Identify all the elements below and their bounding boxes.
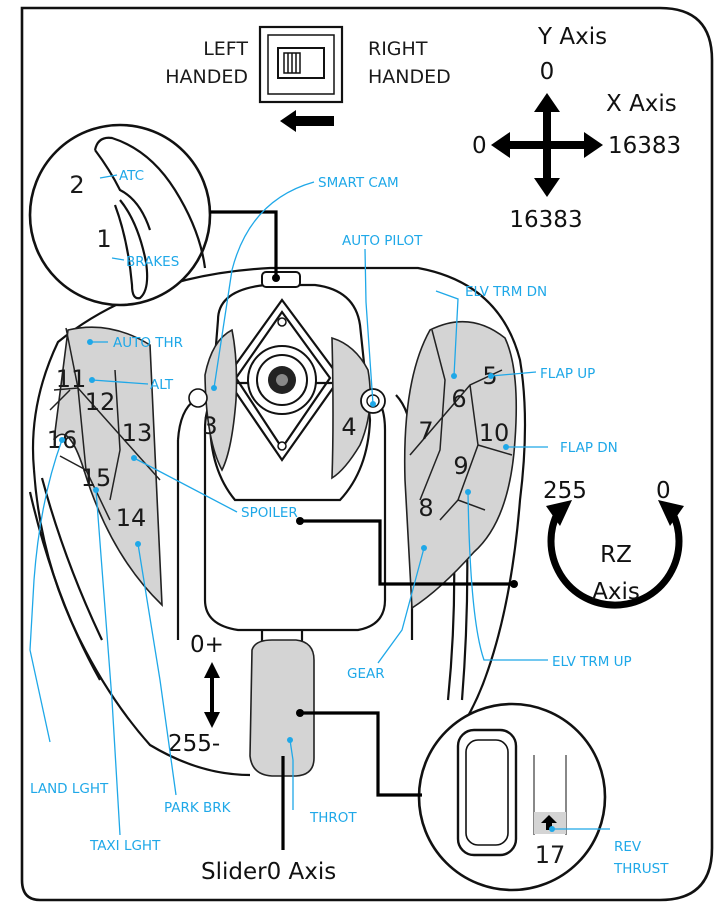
label-gear: GEAR xyxy=(347,666,385,682)
button-17-number: 17 xyxy=(535,841,566,869)
throttle-lever xyxy=(249,639,315,777)
rev-thrust-inset xyxy=(417,702,607,892)
xy-axis-cross-icon xyxy=(491,93,603,197)
label-leaders xyxy=(29,174,610,836)
label-throt: THROT xyxy=(309,810,357,826)
throttle-bottom-label: 255- xyxy=(168,731,220,757)
button-2-number: 2 xyxy=(69,171,84,199)
x-axis-min: 0 xyxy=(472,133,487,159)
button-1-number: 1 xyxy=(96,225,111,253)
label-taxi-lght: TAXI LGHT xyxy=(89,838,161,854)
button-14-number: 14 xyxy=(116,504,147,532)
label-land-lght: LAND LGHT xyxy=(30,781,109,797)
button-8-number: 8 xyxy=(418,494,433,522)
button-4-number: 4 xyxy=(341,413,356,441)
page-frame xyxy=(20,6,714,902)
x-axis-title: X Axis xyxy=(606,91,677,117)
y-axis-title: Y Axis xyxy=(537,24,607,50)
label-park-brk: PARK BRK xyxy=(164,800,232,816)
y-axis-min: 0 xyxy=(540,59,555,85)
rz-min-label: 255 xyxy=(543,478,587,504)
label-flap-dn: FLAP DN xyxy=(560,440,618,456)
label-elv-trm-up: ELV TRM UP xyxy=(552,654,632,670)
label-auto-pilot: AUTO PILOT xyxy=(342,233,423,249)
y-axis-max: 16383 xyxy=(509,207,582,233)
button-13-number: 13 xyxy=(122,419,153,447)
x-axis-max: 16383 xyxy=(608,133,681,159)
button-4 xyxy=(331,336,372,480)
label-spoiler: SPOILER xyxy=(241,505,298,521)
label-flap-up: FLAP UP xyxy=(540,366,595,382)
arrow-left-icon xyxy=(280,110,334,132)
label-smart-cam: SMART CAM xyxy=(318,175,399,191)
label-atc: ATC xyxy=(119,168,144,184)
throttle-top-label: 0+ xyxy=(190,632,224,658)
left-button-panel xyxy=(49,326,163,607)
rz-max-label: 0 xyxy=(656,478,671,504)
right-button-panel xyxy=(403,320,518,610)
handedness-switch xyxy=(258,25,344,132)
slider-axis-title: Slider0 Axis xyxy=(201,859,336,885)
button-7-number: 7 xyxy=(418,417,433,445)
button-10-number: 10 xyxy=(479,419,510,447)
label-auto-thr: AUTO THR xyxy=(113,335,183,351)
rz-rotation-arrow-icon xyxy=(546,500,684,609)
button-3 xyxy=(204,328,238,472)
label-brakes: BRAKES xyxy=(126,254,179,270)
button-11-number: 11 xyxy=(56,365,87,393)
button-3-number: 3 xyxy=(202,412,217,440)
button-12-number: 12 xyxy=(85,388,116,416)
rev-thrust-arrow-icon xyxy=(541,815,557,830)
label-alt: ALT xyxy=(150,377,174,393)
button-6-number: 6 xyxy=(451,385,466,413)
button-9-number: 9 xyxy=(453,452,468,480)
label-elv-trm-dn: ELV TRM DN xyxy=(465,284,547,300)
trigger-inset xyxy=(28,123,212,307)
joystick-handle xyxy=(176,271,414,662)
